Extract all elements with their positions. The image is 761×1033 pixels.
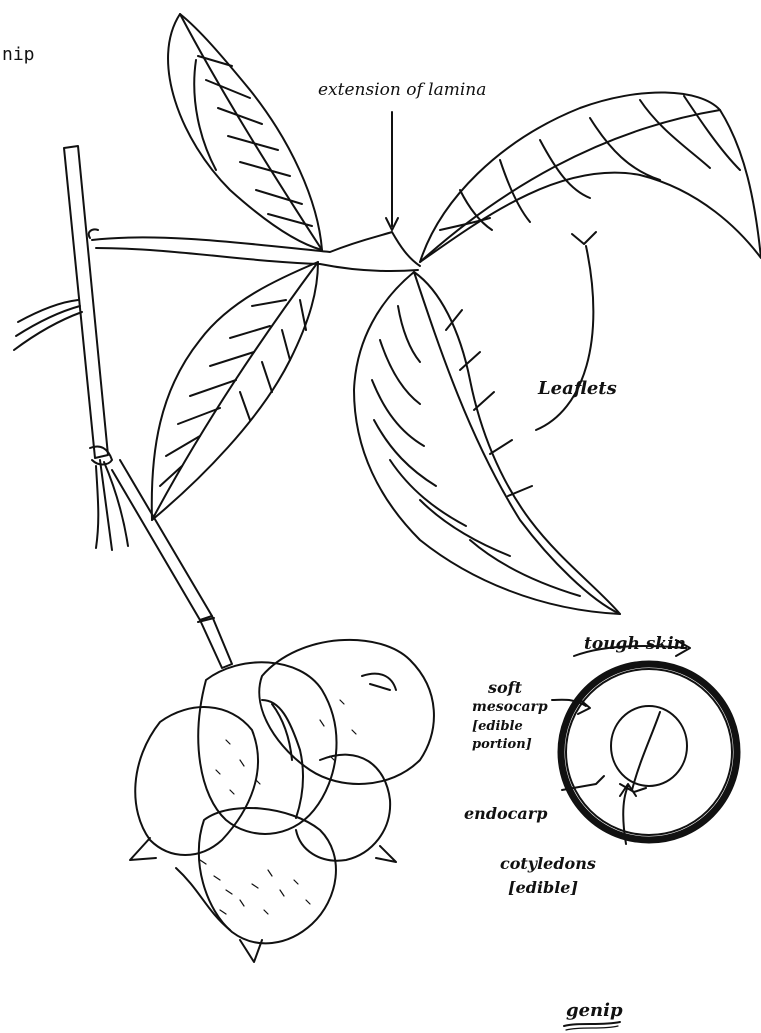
main-stem <box>14 146 128 550</box>
label-tough-skin: tough skin <box>584 636 686 654</box>
leaflet-lower-left <box>152 262 318 520</box>
label-endocarp: endocarp <box>464 806 547 823</box>
label-soft: soft <box>488 680 522 697</box>
leaflet-lower-right <box>354 272 620 614</box>
label-mesocarp: mesocarp <box>472 700 548 715</box>
label-edible-portion-line2: portion] <box>472 738 532 752</box>
fruit-cluster <box>130 640 434 962</box>
leaflet-top <box>168 14 322 250</box>
caption-genip: genip <box>566 1002 623 1021</box>
label-cotyledons: cotyledons <box>500 856 596 873</box>
caption-underline <box>564 1022 620 1026</box>
label-edible: [edible] <box>508 880 578 897</box>
label-leaflets: Leaflets <box>538 380 617 399</box>
label-extension-of-lamina: extension of lamina <box>318 82 486 100</box>
fruit-cross-section <box>561 664 737 840</box>
rachis <box>89 229 420 271</box>
fruit-stalk <box>112 460 232 668</box>
label-edible-portion-line1: [edible <box>472 720 523 734</box>
